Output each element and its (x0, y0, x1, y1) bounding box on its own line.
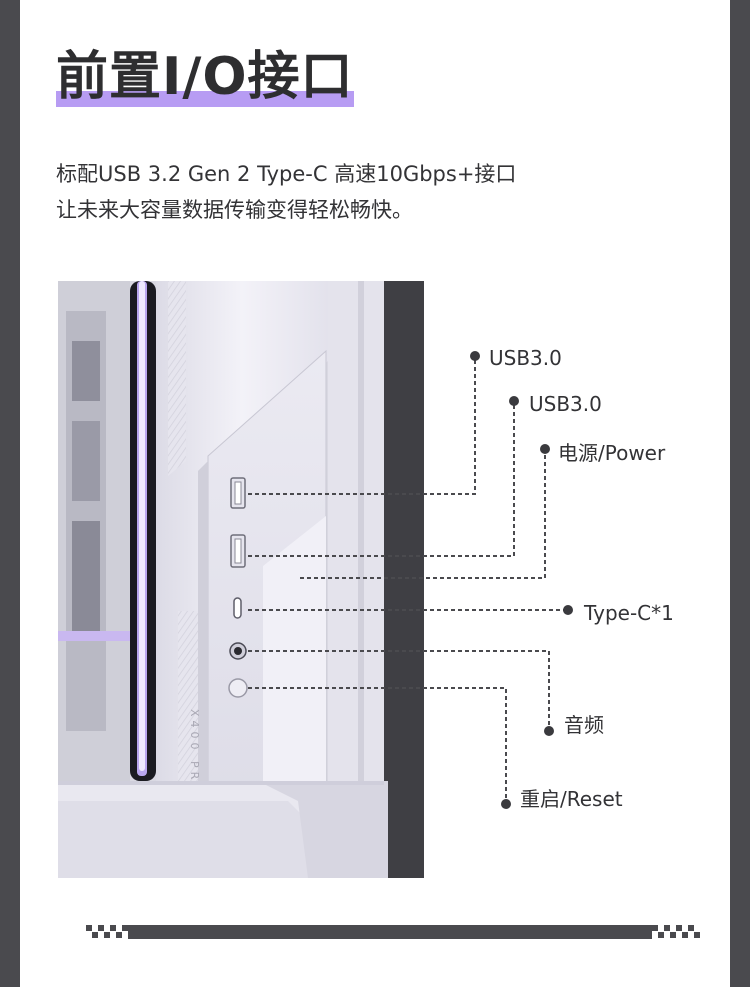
intro-line-2: 让未来大容量数据传输变得轻松畅快。 (56, 198, 413, 222)
footer-divider (86, 924, 704, 940)
case-front-photo: X400 PRO (58, 281, 424, 878)
intro-line-1: 标配USB 3.2 Gen 2 Type-C 高速10Gbps+接口 (56, 162, 517, 186)
intro-text: 标配USB 3.2 Gen 2 Type-C 高速10Gbps+接口 让未来大容… (56, 156, 516, 228)
model-label: X400 PRO (188, 709, 201, 796)
page-panel: 前置I/O接口 标配USB 3.2 Gen 2 Type-C 高速10Gbps+… (20, 0, 730, 987)
port-label-typec: Type-C*1 (584, 601, 674, 625)
title-block: 前置I/O接口 (56, 46, 354, 108)
page-title: 前置I/O接口 (56, 47, 354, 107)
port-label-usb-2: USB3.0 (529, 392, 602, 416)
title-highlight (56, 91, 354, 107)
port-label-usb-1: USB3.0 (489, 346, 562, 370)
port-label-reset: 重启/Reset (520, 787, 623, 811)
port-label-power: 电源/Power (558, 441, 666, 465)
port-label-audio: 音频 (564, 713, 604, 737)
